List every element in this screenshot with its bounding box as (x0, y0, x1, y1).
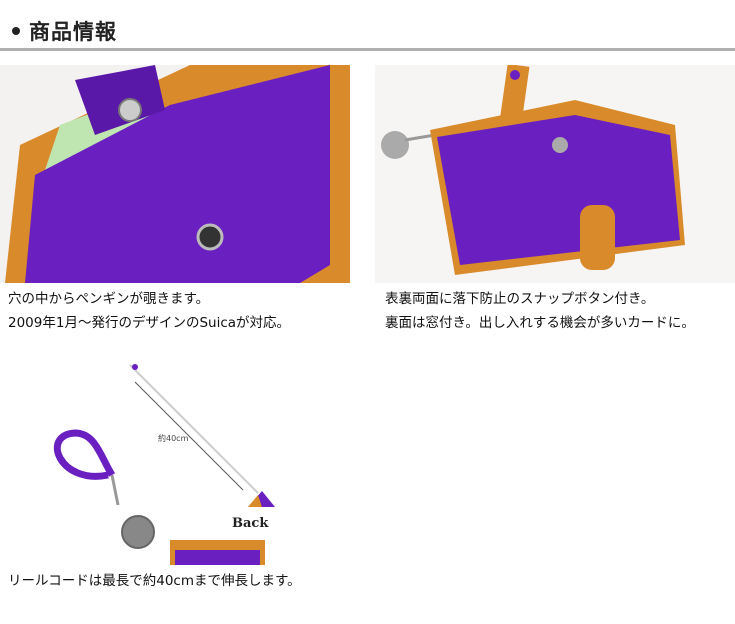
caption-line: 穴の中からペンギンが覗きます。 (8, 291, 210, 307)
snap-button (552, 137, 568, 153)
card-case-purple (25, 65, 330, 283)
section-title: 商品情報 (29, 20, 117, 44)
caption-line: リールコードは最長で約40cmまで伸長します。 (8, 573, 301, 589)
bullet-icon (12, 27, 20, 35)
caption-back: 表裏両面に落下防止のスナップボタン付き。 裏面は窓付き。出し入れする機会が多いカ… (385, 287, 695, 335)
caption-line: 表裏両面に落下防止のスナップボタン付き。 (385, 291, 655, 307)
penguin-window (196, 223, 224, 251)
wrist-strap (53, 429, 116, 480)
reel-cord-diagram: 約40cm Back (53, 364, 275, 565)
snap-button (118, 98, 142, 122)
caption-line: 2009年1月～発行のデザインのSuicaが対応。 (8, 315, 291, 331)
product-photo-front (0, 65, 350, 283)
caption-reel: リールコードは最長で約40cmまで伸長します。 (8, 569, 301, 593)
caption-line: 裏面は窓付き。出し入れする機会が多いカードに。 (385, 315, 695, 331)
card-window (580, 205, 615, 270)
caption-front: 穴の中からペンギンが覗きます。 2009年1月～発行のデザインのSuicaが対応… (8, 287, 290, 335)
length-arrow (134, 381, 244, 491)
reel-icon (121, 515, 155, 549)
back-label: Back (232, 516, 269, 531)
section-header: 商品情報 (0, 0, 735, 51)
reel-icon (381, 131, 409, 159)
product-photo-back (375, 65, 735, 283)
length-label: 約40cm (158, 433, 189, 443)
